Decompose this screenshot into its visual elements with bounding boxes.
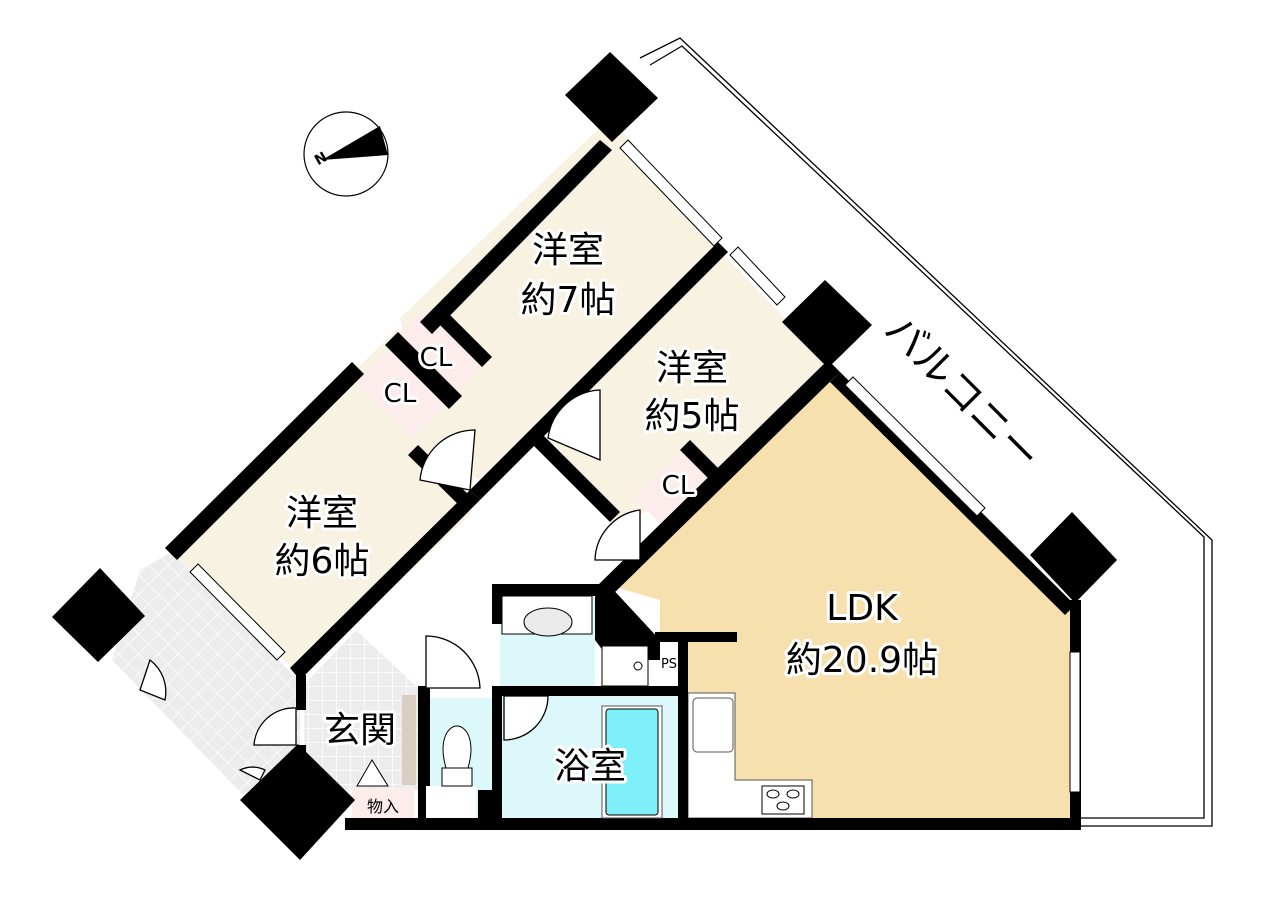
north-arrow-icon <box>322 126 388 160</box>
ldk-name: LDK <box>826 588 899 629</box>
walls <box>165 140 1081 830</box>
pipe-space-label: PS <box>661 657 677 672</box>
entrance-label: 玄関 <box>324 710 396 751</box>
closet-room6 <box>355 347 450 437</box>
closet-label-room7: CL <box>420 343 453 373</box>
windows <box>189 139 1081 793</box>
room-western-7-fill <box>400 118 720 480</box>
entrance-tile-fill <box>304 630 420 790</box>
bathtub <box>605 708 659 816</box>
toilet-bowl <box>442 725 472 769</box>
fixtures <box>356 595 805 819</box>
room6-name: 洋室 <box>286 493 358 534</box>
column-top <box>565 52 658 142</box>
ldk-size: 約20.9帖 <box>786 640 938 681</box>
storage-label: 物入 <box>367 797 399 816</box>
kitchen-sink <box>692 697 734 753</box>
closet-label-room5: CL <box>662 471 695 501</box>
storage-fill <box>352 788 414 818</box>
bathroom-label: 浴室 <box>554 746 626 787</box>
shoe-cabinet <box>402 695 416 785</box>
room6-size: 約6帖 <box>275 541 370 582</box>
closet-room7 <box>390 307 488 398</box>
room-western-5-fill <box>545 253 835 530</box>
structural-columns <box>52 52 1117 860</box>
column-bottom <box>240 744 355 860</box>
wash-basin <box>523 607 573 637</box>
room7-name: 洋室 <box>532 230 604 271</box>
column-mid <box>782 280 872 368</box>
room5-size: 約5帖 <box>645 396 740 437</box>
porch-tile-fill <box>112 552 300 800</box>
closet-label-room6: CL <box>384 379 417 409</box>
compass: N <box>303 111 389 197</box>
room5-name: 洋室 <box>656 348 728 389</box>
room7-size: 約7帖 <box>521 280 616 321</box>
column-left <box>52 568 145 662</box>
doors <box>139 389 641 781</box>
column-right <box>1030 512 1117 603</box>
balcony-outline <box>639 37 1213 827</box>
